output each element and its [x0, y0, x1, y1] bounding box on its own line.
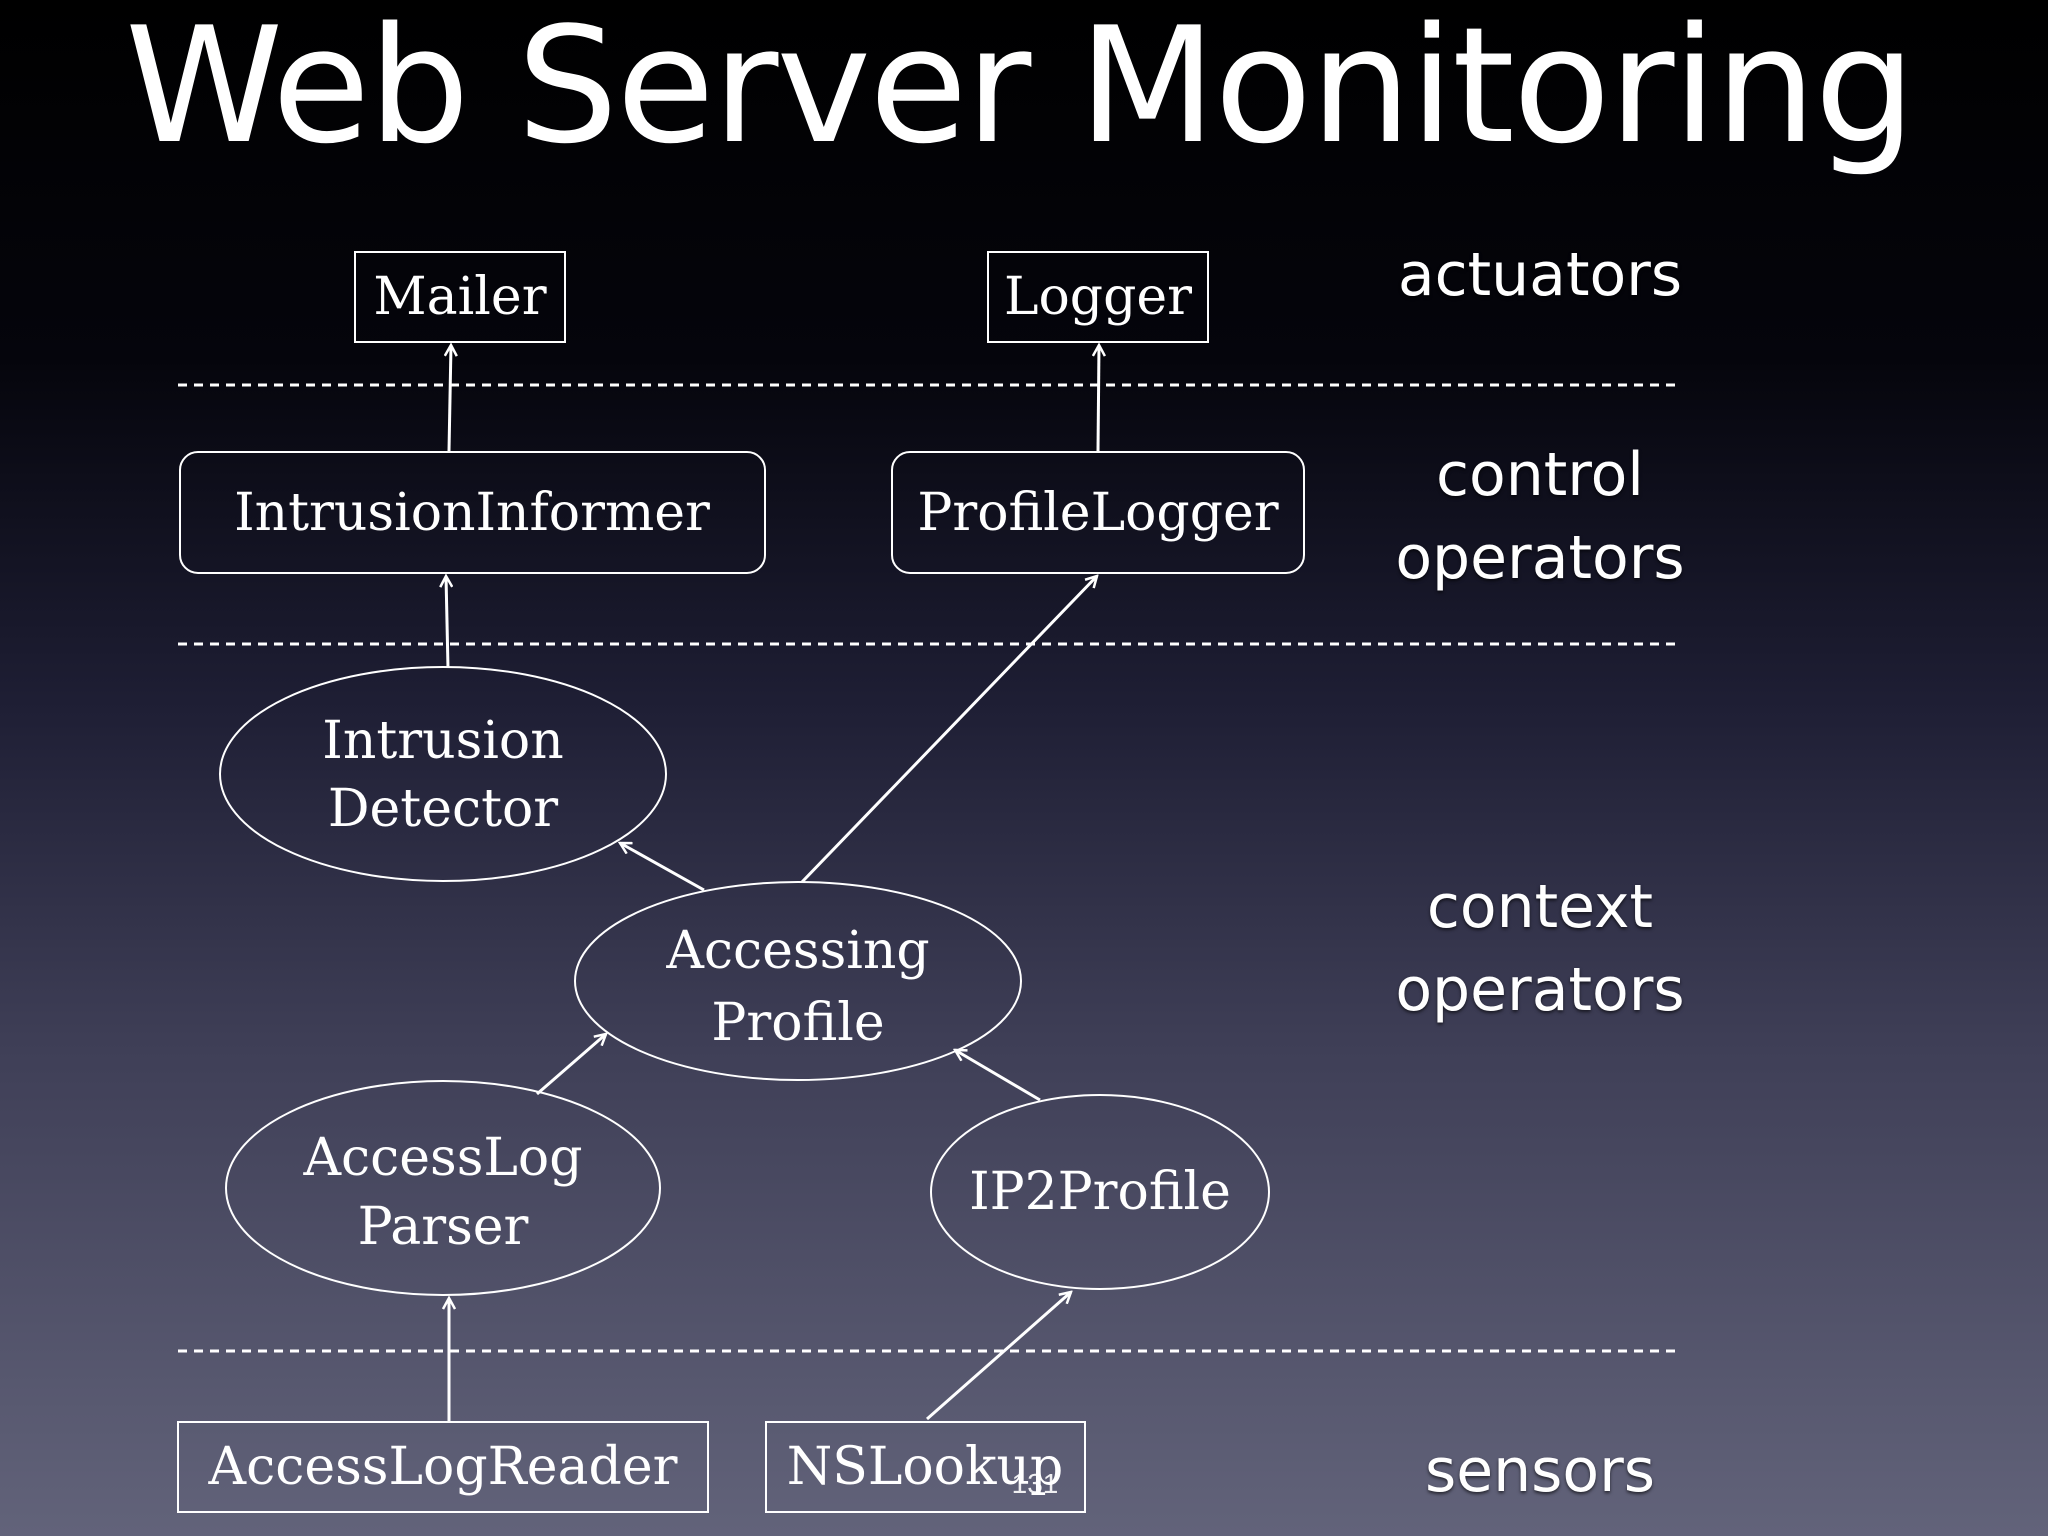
layer-label-context-operators: context operators [1340, 866, 1740, 1032]
slide-number: 131 [1011, 1468, 1059, 1499]
layer-label-sensors-line: sensors [1424, 1436, 1656, 1506]
node-access-log-parser: AccessLog Parser [225, 1080, 661, 1296]
node-mailer: Mailer [354, 251, 566, 343]
edge-accessing-profile-to-intrusion-detector [620, 841, 705, 892]
edge-access-log-parser-to-accessing-profile [536, 1034, 606, 1096]
node-intrusion-informer: IntrusionInformer [179, 451, 766, 574]
edge-ns-lookup-to-ip2profile [926, 1292, 1071, 1421]
node-access-log-reader: AccessLogReader [177, 1421, 709, 1513]
slide-title: Web Server Monitoring [125, 0, 1916, 179]
node-access-log-reader-label: AccessLogReader [208, 1437, 678, 1497]
node-mailer-label: Mailer [373, 267, 546, 327]
node-access-log-parser-line-2: Parser [358, 1197, 529, 1257]
layer-label-context-line-1: context [1426, 872, 1654, 942]
node-profile-logger: ProfileLogger [891, 451, 1305, 574]
node-ip2profile: IP2Profile [930, 1094, 1270, 1290]
node-ip2profile-label: IP2Profile [969, 1162, 1231, 1222]
layer-label-control-operators: control operators [1340, 434, 1740, 600]
node-access-log-parser-line-1: AccessLog [302, 1128, 582, 1188]
node-accessing-profile: Accessing Profile [574, 881, 1022, 1081]
node-logger: Logger [987, 251, 1209, 343]
edge-profile-logger-to-logger [1098, 345, 1099, 452]
edge-ip2profile-to-accessing-profile [955, 1050, 1041, 1102]
layer-label-actuators: actuators [1340, 234, 1740, 317]
layer-label-control-line-1: control [1436, 440, 1644, 510]
node-intrusion-detector-line-1: Intrusion [322, 711, 563, 771]
node-ns-lookup: NSLookup [765, 1421, 1086, 1513]
node-accessing-profile-line-1: Accessing [665, 921, 929, 981]
layer-label-actuators-line: actuators [1397, 240, 1683, 310]
node-accessing-profile-line-2: Profile [711, 993, 884, 1053]
edge-intrusion-detector-to-intrusion-informer [446, 576, 448, 669]
edge-intrusion-informer-to-mailer [449, 345, 451, 452]
node-profile-logger-label: ProfileLogger [917, 483, 1278, 543]
layer-label-sensors: sensors [1340, 1430, 1740, 1513]
edge-accessing-profile-to-profile-logger [800, 576, 1097, 884]
layer-label-context-line-2: operators [1395, 955, 1685, 1025]
layer-label-control-line-2: operators [1395, 523, 1685, 593]
node-intrusion-detector: Intrusion Detector [219, 666, 667, 882]
node-intrusion-informer-label: IntrusionInformer [234, 483, 710, 543]
node-logger-label: Logger [1004, 267, 1192, 327]
node-ns-lookup-label: NSLookup [787, 1437, 1064, 1497]
node-intrusion-detector-line-2: Detector [328, 779, 558, 839]
